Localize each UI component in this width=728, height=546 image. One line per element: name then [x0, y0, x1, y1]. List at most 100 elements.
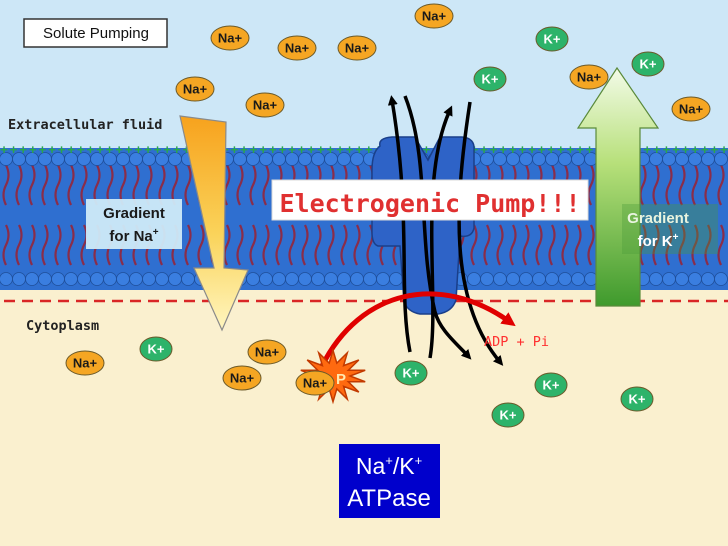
lipid-tail [717, 164, 725, 266]
sodium-ion: Na+ [210, 25, 250, 51]
extracellular-label: Extracellular fluid [8, 117, 162, 133]
lipid-head [38, 272, 52, 286]
positive-charge-symbol: + [567, 142, 575, 157]
positive-charge-symbol: + [279, 142, 287, 157]
sodium-exit-arrow-left [387, 95, 412, 353]
sodium-ion: Na+ [569, 64, 609, 90]
positive-charge-symbol: + [691, 142, 699, 157]
lipid-tail [678, 164, 686, 266]
lipid-head [142, 272, 156, 286]
positive-charge-symbol: + [269, 142, 277, 157]
positive-charge-symbol: + [106, 142, 114, 157]
cytoplasm-label: Cytoplasm [26, 318, 99, 334]
positive-charge-symbol: + [240, 142, 248, 157]
headline-box [271, 179, 589, 221]
positive-charge-symbol: + [423, 142, 431, 157]
lipid-tail [691, 164, 699, 266]
atp-starburst [300, 347, 366, 405]
lipid-head [259, 272, 273, 286]
sodium-ion-label: Na+ [577, 70, 602, 85]
enzyme-name-line1: Na+/K+ [356, 453, 422, 479]
positive-charge-symbol: + [528, 142, 536, 157]
potassium-ion-label: K+ [500, 408, 517, 423]
potassium-ion: K+ [620, 386, 654, 412]
potassium-entry-arrow-left [403, 95, 472, 360]
potassium-ion-label: K+ [148, 342, 165, 357]
sodium-ion-label: Na+ [218, 31, 243, 46]
lipid-head [25, 272, 39, 286]
lipid-head [688, 272, 702, 286]
lipid-head [12, 272, 26, 286]
sodium-ion-label: Na+ [679, 102, 704, 117]
lipid-head [311, 272, 325, 286]
positive-charge-symbol: + [96, 142, 104, 157]
lipid-head [493, 272, 507, 286]
ions: Na+Na+Na+Na+Na+Na+Na+Na+K+K+K+Na+Na+Na+N… [65, 3, 711, 428]
lipid-head [558, 272, 572, 286]
lipid-head [272, 272, 286, 286]
lipid-head [116, 272, 130, 286]
sodium-ion: Na+ [671, 96, 711, 122]
lipid-head [363, 272, 377, 286]
lipid-head [64, 272, 78, 286]
lipid-head [532, 272, 546, 286]
lipid-head [324, 272, 338, 286]
positive-charge-symbol: + [490, 142, 498, 157]
lipid-tail [652, 164, 660, 266]
sodium-ion: Na+ [222, 365, 262, 391]
lipid-head [701, 272, 715, 286]
sodium-gradient-label-box [86, 199, 182, 249]
positive-charge-symbol: + [557, 142, 565, 157]
potassium-ion-label: K+ [403, 366, 420, 381]
positive-charge-symbol: + [67, 142, 75, 157]
lipid-head [467, 272, 481, 286]
sodium-ion-label: Na+ [422, 9, 447, 24]
lipid-head [350, 272, 364, 286]
potassium-gradient-line2: for K+ [638, 232, 679, 250]
lipid-head [519, 272, 533, 286]
lipid-tail [15, 164, 23, 266]
sodium-ion-label: Na+ [303, 376, 328, 391]
lipid-head [376, 272, 390, 286]
potassium-gradient-line1: Gradient [627, 210, 689, 227]
positive-charge-symbol: + [499, 142, 507, 157]
positive-charge-symbol: + [29, 142, 37, 157]
lipid-tail [28, 164, 36, 266]
positive-charge-symbol: + [259, 142, 267, 157]
positive-charge-symbol: + [682, 142, 690, 157]
lipid-head [155, 272, 169, 286]
positive-charge-symbol: + [519, 142, 527, 157]
potassium-ion: K+ [139, 336, 173, 362]
lipid-tail [262, 164, 270, 266]
lipid-head [246, 272, 260, 286]
potassium-ion-label: K+ [544, 32, 561, 47]
potassium-ion: K+ [394, 360, 428, 386]
positive-charge-symbol: + [163, 142, 171, 157]
positive-charge-symbol: + [720, 142, 728, 157]
lipid-head [129, 272, 143, 286]
sodium-exit-arrow-right [428, 105, 453, 359]
lipid-head [649, 272, 663, 286]
lipid-head [662, 272, 676, 286]
positive-charge-symbol: + [672, 142, 680, 157]
lipid-tail [639, 164, 647, 266]
positive-charge-symbol: + [355, 142, 363, 157]
potassium-ion-label: K+ [629, 392, 646, 407]
potassium-ion: K+ [535, 26, 569, 52]
sodium-gradient-arrow [179, 115, 249, 332]
positive-charge-symbol: + [365, 142, 373, 157]
lipid-head [298, 272, 312, 286]
positive-charge-symbol: + [663, 142, 671, 157]
positive-charge-symbol: + [183, 142, 191, 157]
potassium-ion: K+ [631, 51, 665, 77]
positive-charge-symbol: + [135, 142, 143, 157]
positive-charge-symbol: + [288, 142, 296, 157]
title-label: Solute Pumping [43, 25, 149, 42]
lipid-head [181, 272, 195, 286]
positive-charge-symbol: + [576, 142, 584, 157]
sodium-ion: Na+ [65, 350, 105, 376]
positive-charge-symbol: + [58, 142, 66, 157]
lipid-tail [54, 164, 62, 266]
positive-charge-symbol: + [336, 142, 344, 157]
